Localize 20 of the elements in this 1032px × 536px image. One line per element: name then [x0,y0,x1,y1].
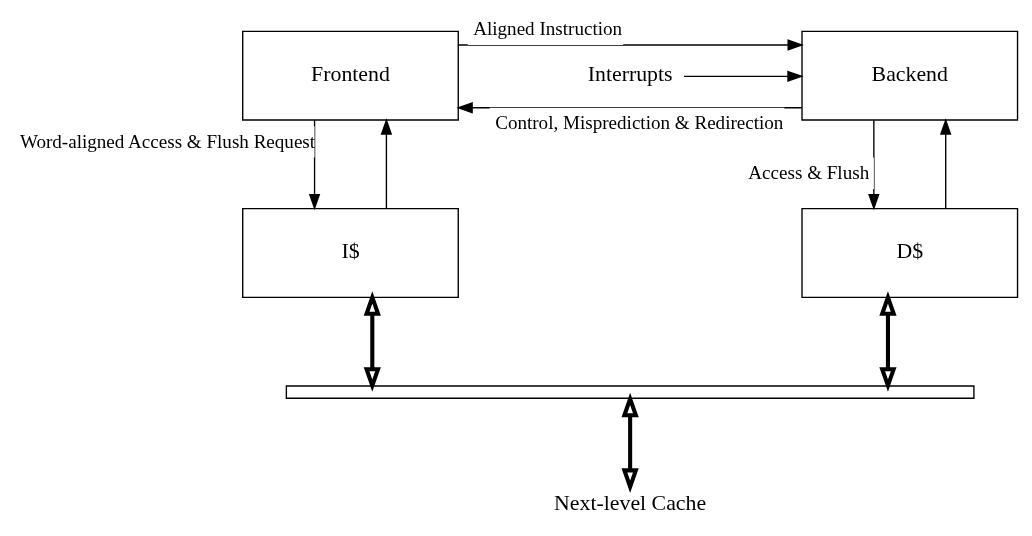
edge-label: Control, Misprediction & Redirection [495,112,784,134]
arrow [363,291,381,392]
node-bar [285,385,975,399]
arrow [457,39,804,51]
edge-label: Access & Flush [748,161,870,183]
edge-label: Word-aligned Access & Flush Request [19,130,316,152]
arrow [683,70,804,83]
arrow [456,102,803,114]
node-box: I$ [242,208,459,298]
node-text: Next-level Cache [554,490,707,515]
node-box: Backend [801,30,1019,121]
node-box: D$ [801,208,1019,298]
edge-label: Aligned Instruction [473,18,623,40]
arrow [868,119,880,211]
arrow [380,118,393,209]
node-box: Frontend [242,30,459,121]
arrow [879,291,897,392]
arrow [621,392,639,493]
arrow [939,118,952,209]
node-text: Interrupts [587,61,673,86]
